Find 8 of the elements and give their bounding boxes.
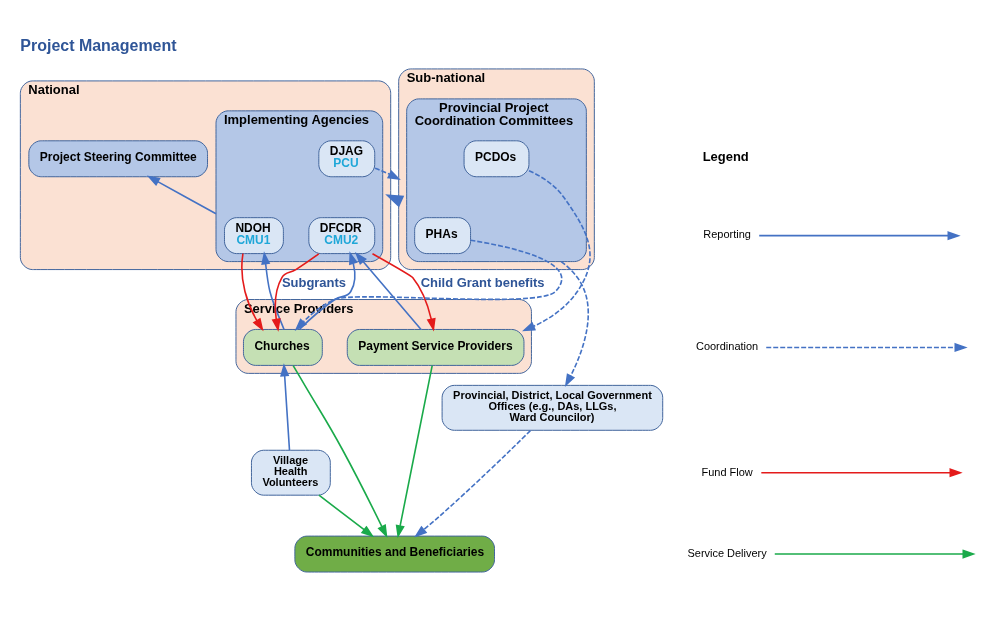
edge-label: Child Grant benefits bbox=[420, 274, 545, 290]
legend-label: Coordination bbox=[696, 340, 759, 353]
edge-label: Subgrants bbox=[281, 274, 347, 290]
legend-label: Fund Flow bbox=[701, 465, 753, 478]
legend-label: Service Delivery bbox=[687, 546, 767, 559]
label: Legend bbox=[702, 149, 749, 165]
diagram-title: Project Management bbox=[20, 36, 177, 54]
legend-label: Reporting bbox=[703, 228, 751, 241]
